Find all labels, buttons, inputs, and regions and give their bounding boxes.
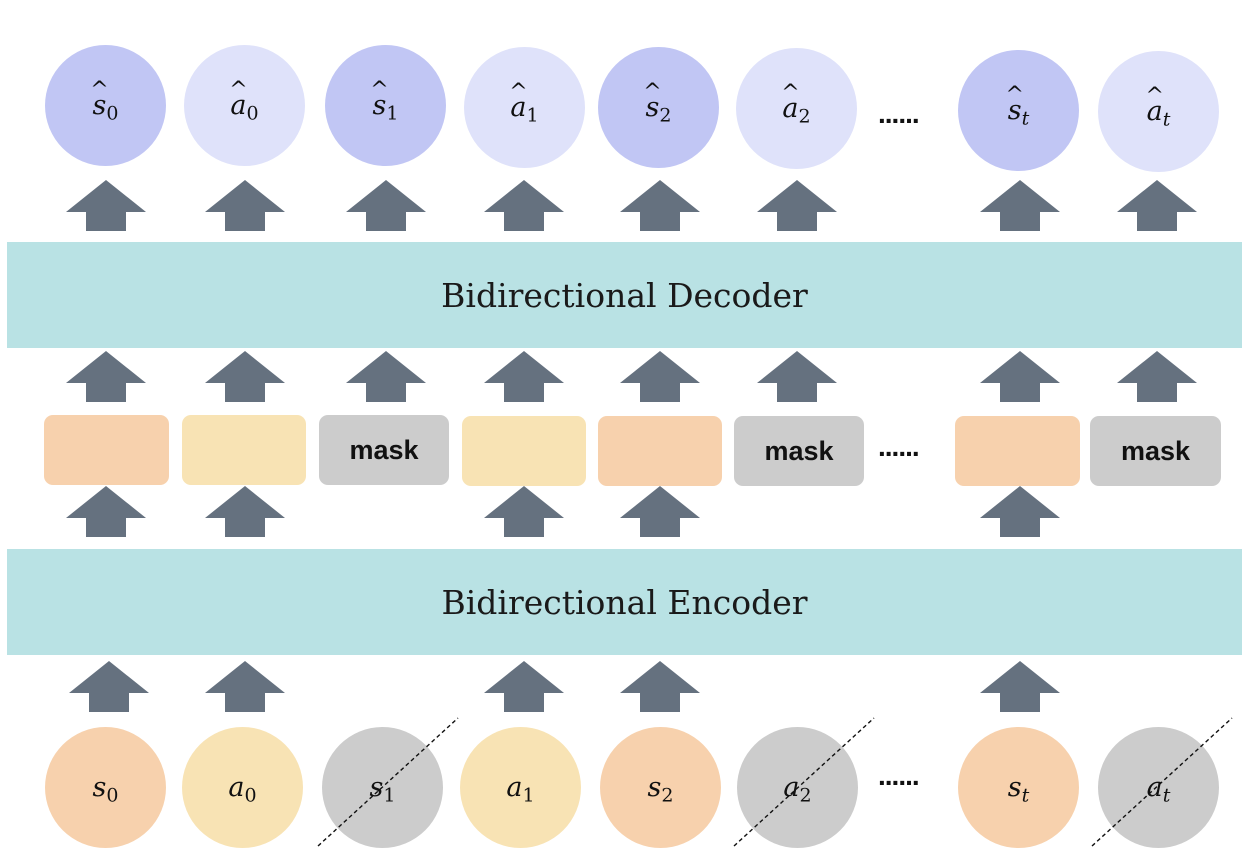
- input-s0-sub: 0: [106, 784, 119, 807]
- arrow-up-icon: [980, 351, 1060, 402]
- arrow-up-icon: [620, 661, 700, 712]
- encoder-block: Bidirectional Encoder: [7, 549, 1242, 655]
- token-s1-text: mask: [349, 434, 419, 465]
- output-s2-sub: 2: [659, 104, 672, 127]
- arrow-up-icon: [66, 351, 146, 402]
- input-a2-label: a: [783, 772, 800, 803]
- output-a1-sub: 1: [526, 104, 539, 127]
- input-s1-sub: 1: [383, 784, 396, 807]
- output-node-a0: a0: [184, 45, 305, 166]
- input-node-a1: a1: [460, 727, 581, 848]
- token-at-text: mask: [1120, 435, 1191, 466]
- output-node-s2: s2: [598, 47, 719, 168]
- input-s2-label: s: [647, 772, 662, 803]
- input-node-at-masked: at: [1098, 727, 1219, 848]
- input-node-a0: a0: [182, 727, 303, 848]
- input-st-sub: t: [1021, 784, 1030, 807]
- arrow-up-icon: [346, 351, 426, 402]
- output-a2-label: a: [782, 95, 798, 122]
- decoder-block: Bidirectional Decoder: [7, 242, 1242, 348]
- output-node-a2: a2: [736, 48, 857, 169]
- output-s2-label: s: [646, 94, 660, 121]
- output-a1-label: a: [510, 94, 526, 121]
- arrow-up-icon: [980, 180, 1060, 231]
- output-s1-label: s: [373, 92, 387, 119]
- output-a2-sub: 2: [798, 105, 811, 128]
- output-s0-label: s: [93, 92, 107, 119]
- input-st-label: s: [1007, 772, 1022, 803]
- arrow-up-icon: [205, 661, 285, 712]
- input-at-sub: t: [1162, 784, 1171, 807]
- token-s1-mask: mask: [319, 415, 449, 485]
- token-s0: [44, 415, 169, 485]
- arrow-up-icon: [484, 661, 564, 712]
- input-node-s2: s2: [600, 727, 721, 848]
- token-at-mask: mask: [1090, 416, 1221, 486]
- arrow-up-icon: [757, 180, 837, 231]
- arrow-up-icon: [620, 486, 700, 537]
- arrow-up-icon: [484, 351, 564, 402]
- encoder-label: Bidirectional Encoder: [441, 582, 808, 622]
- arrow-up-icon: [69, 661, 149, 712]
- output-node-a1: a1: [464, 47, 585, 168]
- output-node-at: at: [1098, 51, 1219, 172]
- input-node-st: st: [958, 727, 1079, 848]
- token-s2: [598, 416, 722, 486]
- arrow-up-icon: [980, 661, 1060, 712]
- arrow-up-icon: [1117, 351, 1197, 402]
- input-s0-label: s: [92, 772, 107, 803]
- token-a2-text: mask: [764, 435, 834, 466]
- output-a0-label: a: [230, 92, 246, 119]
- input-ellipsis: ......: [878, 760, 920, 791]
- arrow-up-icon: [484, 486, 564, 537]
- output-node-s1: s1: [325, 45, 446, 166]
- arrow-up-icon: [66, 486, 146, 537]
- input-node-a2-masked: a2: [737, 727, 858, 848]
- input-a0-sub: 0: [244, 784, 257, 807]
- input-a1-sub: 1: [522, 784, 535, 807]
- input-node-s0: s0: [45, 727, 166, 848]
- arrow-up-icon: [205, 486, 285, 537]
- arrow-up-icon: [205, 351, 285, 402]
- arrow-up-icon: [205, 180, 285, 231]
- output-a0-sub: 0: [246, 102, 259, 125]
- token-st: [955, 416, 1080, 486]
- output-node-st: st: [958, 50, 1079, 171]
- arrow-up-icon: [620, 351, 700, 402]
- decoder-label: Bidirectional Decoder: [441, 275, 808, 315]
- token-ellipsis: ......: [878, 431, 920, 462]
- input-a2-sub: 2: [799, 784, 812, 807]
- output-at-sub: t: [1162, 108, 1171, 131]
- input-a0-label: a: [228, 772, 245, 803]
- output-ellipsis: ......: [878, 98, 920, 129]
- arrow-up-icon: [757, 351, 837, 402]
- input-s1-label: s: [369, 772, 384, 803]
- arrow-up-icon: [980, 486, 1060, 537]
- arrow-up-icon: [484, 180, 564, 231]
- arrow-up-icon: [346, 180, 426, 231]
- input-at-label: a: [1146, 772, 1163, 803]
- input-a1-label: a: [506, 772, 523, 803]
- input-node-s1-masked: s1: [322, 727, 443, 848]
- arrow-up-icon: [1117, 180, 1197, 231]
- arrow-up-icon: [66, 180, 146, 231]
- token-a0: [182, 415, 306, 485]
- output-st-sub: t: [1021, 107, 1030, 130]
- output-st-label: s: [1008, 97, 1022, 124]
- input-s2-sub: 2: [661, 784, 674, 807]
- output-s0-sub: 0: [106, 102, 119, 125]
- output-s1-sub: 1: [386, 102, 399, 125]
- token-a2-mask: mask: [734, 416, 864, 486]
- output-at-label: a: [1147, 98, 1163, 125]
- output-node-s0: s0: [45, 45, 166, 166]
- arrow-up-icon: [620, 180, 700, 231]
- token-a1: [462, 416, 586, 486]
